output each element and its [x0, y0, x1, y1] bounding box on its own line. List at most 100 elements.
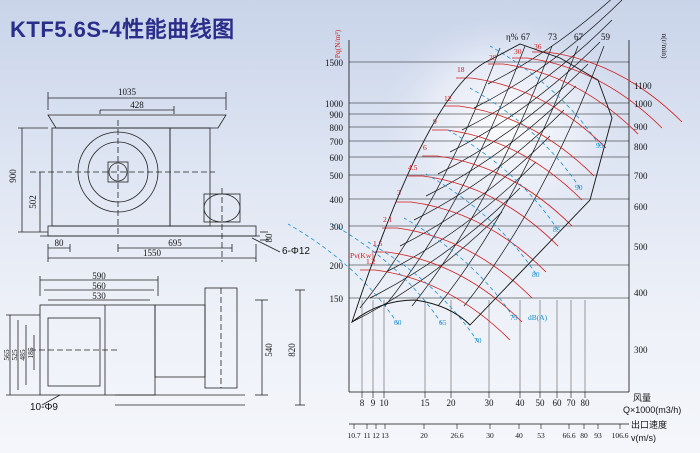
p-tick-900: 900: [330, 110, 344, 120]
q-tick-70: 70: [567, 398, 577, 408]
speed-curve-0: [351, 211, 503, 323]
speed-curve-4: [413, 109, 565, 221]
p-tick-400: 400: [330, 195, 344, 205]
power-curve-8: [456, 77, 607, 149]
velocity-axis-title: v(m/s): [631, 433, 656, 443]
efficiency-curve-0: [359, 47, 501, 309]
power-curve-7: [444, 105, 595, 177]
speed-curve-6: [437, 63, 589, 175]
speed-curve-1: [369, 187, 521, 299]
noise-curve-2: [447, 129, 559, 231]
p-tick-1000: 1000: [325, 99, 344, 109]
power-label-2-1: 2.1: [383, 215, 393, 224]
noise-curve-5: [367, 241, 479, 343]
q-tick-9: 9: [371, 398, 376, 408]
power-label-30: 30: [514, 47, 522, 56]
performance-chart: 1500 1000 900 800 700 600 500 400 300 20…: [287, 0, 683, 443]
power-curve-6: [432, 129, 583, 201]
noise-label-85: 85: [553, 225, 561, 234]
eff-label-73: 73: [548, 32, 558, 42]
power-curve-4: [408, 175, 559, 247]
dim-820: 820: [287, 343, 297, 357]
noise-labels: 95 90 85 80 75 70 65 60 dB(A): [394, 141, 604, 345]
dim-560: 560: [92, 281, 106, 291]
dim-530: 530: [92, 291, 106, 301]
noise-curve-3: [425, 173, 537, 275]
v-tick-10-7: 10.7: [347, 431, 360, 440]
dim-485: 485: [18, 349, 27, 361]
v-tick-93: 93: [594, 431, 602, 440]
power-unit-label: Pv(Kw): [350, 251, 374, 260]
power-curve-3: [396, 201, 547, 273]
q-tick-30: 30: [485, 398, 495, 408]
p-tick-500: 500: [330, 171, 344, 181]
right-axis-ticks: 1100 1000 900 800 700 600 500 400 300 n(…: [634, 34, 669, 356]
left-axis-ticks: 1500 1000 900 800 700 600 500 400 300 20…: [325, 29, 344, 304]
velocity-axis-ticks: 10.7 11 12 13 20 26.6 30 40 53 66.6 80 9…: [347, 419, 667, 443]
power-label-12: 12: [444, 94, 452, 103]
q-tick-60: 60: [553, 398, 563, 408]
noise-unit-label: dB(A): [528, 313, 548, 322]
efficiency-curve-3: [437, 45, 579, 307]
power-curve-5: [422, 155, 573, 227]
noise-curve-7: [287, 223, 399, 325]
dim-1550: 1550: [143, 248, 162, 258]
noise-label-95: 95: [596, 141, 604, 150]
power-curve-2: [382, 227, 533, 299]
speed-curve-8: [461, 19, 613, 131]
dim-565: 565: [2, 349, 11, 361]
n-tick-900: 900: [634, 122, 648, 132]
dim-80-left: 80: [55, 238, 65, 248]
n-tick-600: 600: [634, 202, 648, 212]
operating-envelope: [351, 43, 613, 326]
q-tick-80: 80: [581, 398, 591, 408]
noise-label-65: 65: [439, 318, 447, 327]
efficiency-curve-4: [463, 45, 605, 307]
noise-label-60: 60: [394, 318, 402, 327]
dim-428: 428: [130, 100, 144, 110]
power-curves: [360, 51, 683, 341]
speed-curve-10: [487, 0, 611, 85]
noise-label-80: 80: [532, 270, 540, 279]
p-tick-150: 150: [330, 294, 344, 304]
noise-curve-4: [403, 217, 515, 319]
noise-curve-0: [489, 45, 601, 147]
p-tick-800: 800: [330, 123, 344, 133]
power-labels: 36 30 28 18 12 9 6 4.5 3 2.1 1.5 1.2 Pv(…: [350, 42, 542, 266]
dim-502: 502: [28, 195, 38, 209]
power-label-4-5: 4.5: [408, 163, 418, 172]
n-tick-800: 800: [634, 142, 648, 152]
noise-label-70: 70: [474, 336, 482, 345]
speed-axis-title: n(r/min): [660, 34, 669, 59]
v-tick-80: 80: [580, 431, 588, 440]
dim-525: 525: [10, 349, 19, 361]
efficiency-curve-2: [411, 45, 553, 307]
n-tick-1000: 1000: [634, 99, 653, 109]
v-tick-106-6: 106.6: [612, 431, 629, 440]
power-curve-9: [488, 63, 639, 135]
n-tick-500: 500: [634, 242, 648, 252]
n-tick-400: 400: [634, 288, 648, 298]
v-tick-30: 30: [486, 431, 494, 440]
hole-label-front: 6-Φ12: [282, 246, 310, 257]
dim-80-right: 80: [264, 233, 274, 243]
noise-curve-6: [331, 223, 443, 325]
power-label-18: 18: [457, 65, 465, 74]
eff-label-59: 59: [601, 32, 611, 42]
p-tick-600: 600: [330, 153, 344, 163]
n-tick-300: 300: [634, 345, 648, 355]
fan-front-view: [18, 92, 281, 262]
flow-axis-ticks: 8 9 10 15 20 30 40 50 60 70 80 风量 Q×1000…: [360, 393, 682, 415]
v-tick-12: 12: [372, 431, 380, 440]
pressure-axis-title: Pq(N/m²): [333, 29, 342, 58]
q-tick-8: 8: [360, 398, 365, 408]
eff-label-67-right: 67: [574, 32, 584, 42]
dim-695: 695: [168, 238, 182, 248]
dim-590: 590: [92, 271, 106, 281]
top-view-dims: 590 560 530 565 525 485 185 540 820 10-Φ…: [2, 271, 297, 413]
background-glow: [380, 15, 630, 235]
fan-top-view: [6, 276, 305, 406]
p-tick-300: 300: [330, 222, 344, 232]
q-tick-15: 15: [421, 398, 431, 408]
